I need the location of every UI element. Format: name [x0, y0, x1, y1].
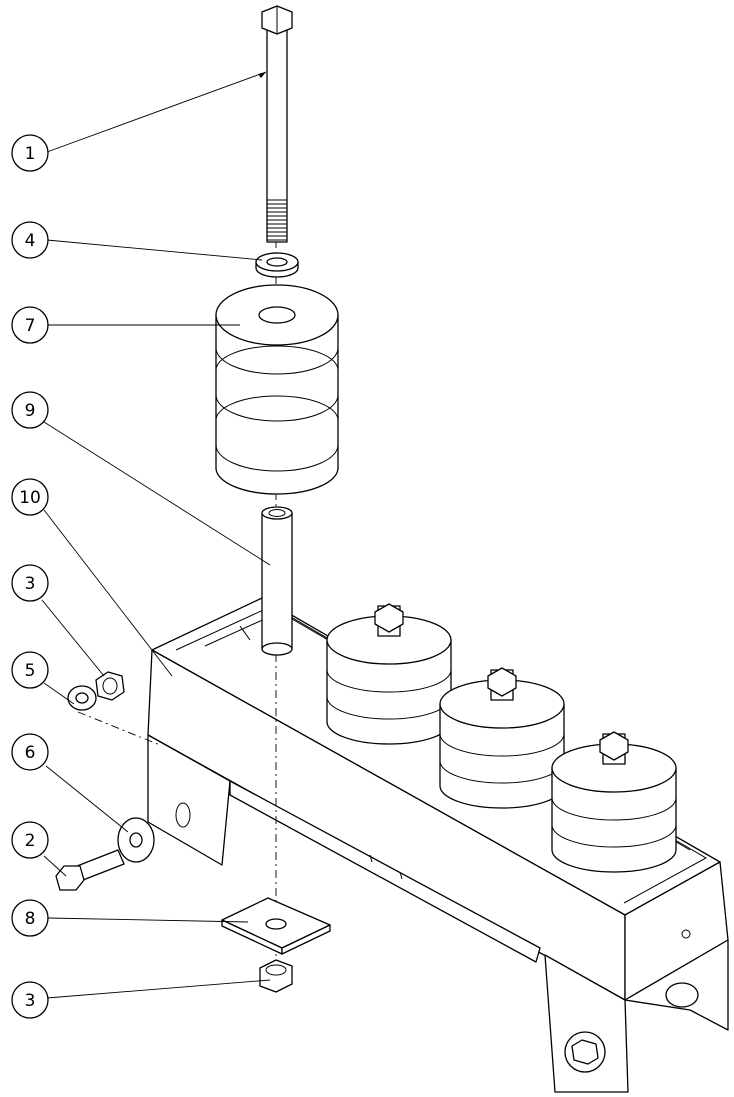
hex-bolt-short [55, 849, 125, 891]
callout-3-upper: 3 [11, 564, 49, 602]
callout-2: 2 [11, 821, 49, 859]
mounted-rubber-stack-2 [439, 667, 565, 809]
washer [255, 252, 299, 278]
callout-label: 8 [25, 909, 36, 929]
callout-label: 4 [25, 231, 36, 251]
mounted-rubber-stack-1 [326, 603, 452, 745]
rubber-mount-stack [215, 284, 339, 495]
callout-label: 7 [25, 316, 36, 336]
callout-label: 3 [25, 991, 36, 1011]
callout-6: 6 [11, 733, 49, 771]
callout-label: 9 [25, 401, 36, 421]
callout-label: 3 [25, 574, 36, 594]
callout-3-lower: 3 [11, 981, 49, 1019]
hex-bolt-long [261, 5, 293, 243]
square-plate [221, 897, 331, 955]
callout-7: 7 [11, 306, 49, 344]
callout-4: 4 [11, 221, 49, 259]
callout-label: 6 [25, 743, 36, 763]
callout-10: 10 [11, 478, 49, 516]
callout-8: 8 [11, 899, 49, 937]
mounted-rubber-stack-3 [551, 731, 677, 873]
callout-1: 1 [11, 134, 49, 172]
callout-label: 5 [25, 661, 36, 681]
callout-5: 5 [11, 651, 49, 689]
centerline-horizontal [77, 711, 161, 746]
callout-label: 1 [25, 144, 36, 164]
leader-lines [41, 71, 271, 999]
spacer-tube [261, 506, 293, 656]
callout-9: 9 [11, 391, 49, 429]
callout-label: 10 [19, 488, 41, 508]
hex-nut-bottom [259, 959, 293, 993]
callout-label: 2 [25, 831, 36, 851]
hex-nut [95, 671, 125, 701]
lock-washer [67, 685, 97, 711]
flat-washer [117, 817, 155, 863]
